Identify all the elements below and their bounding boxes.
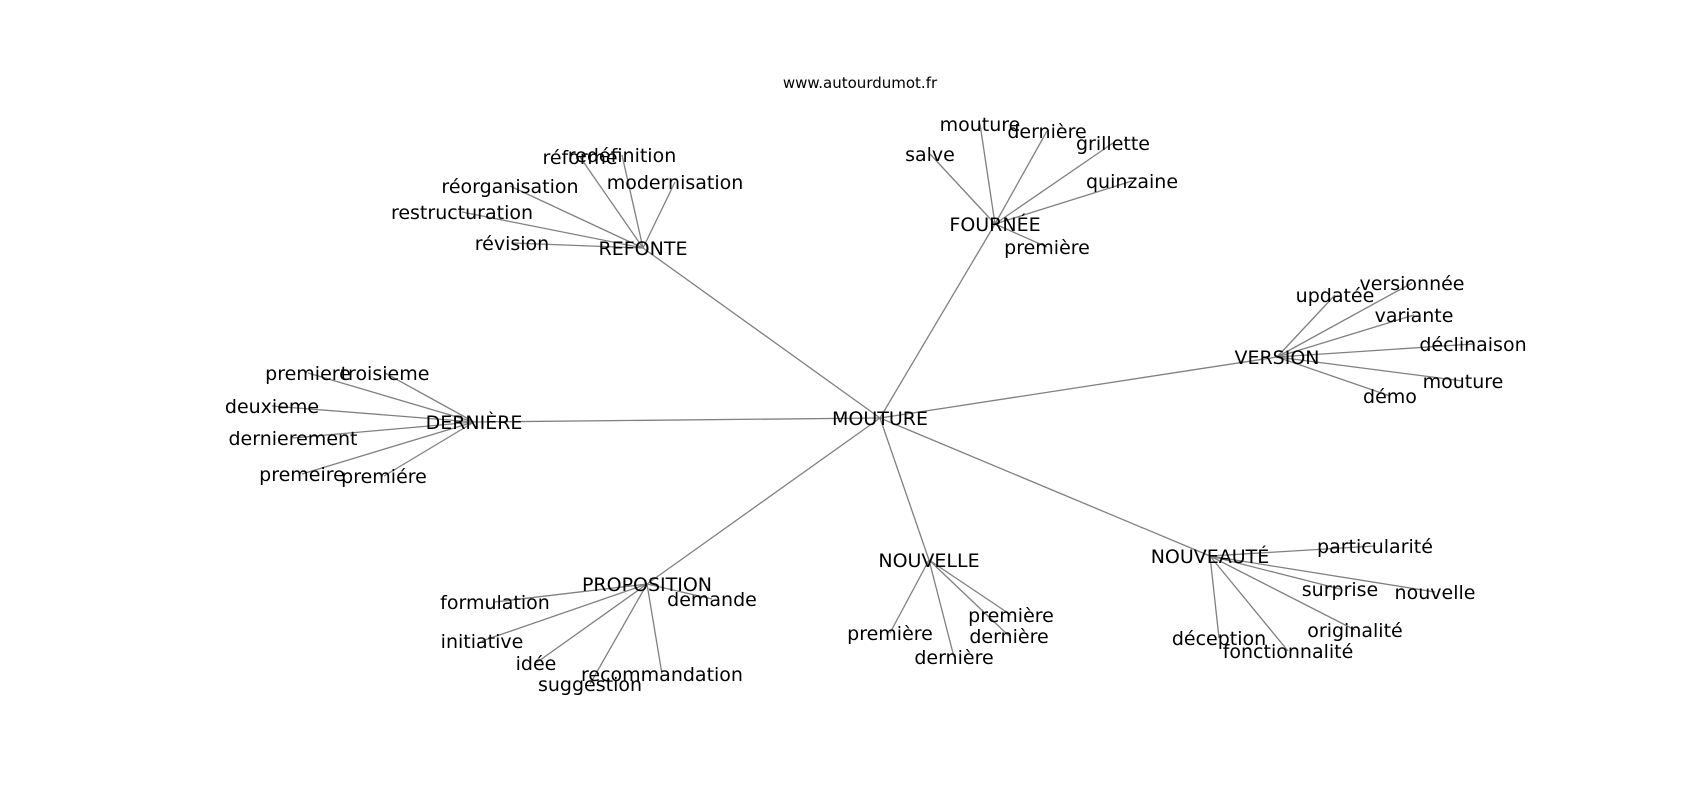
word-node[interactable]: premiere	[265, 363, 351, 385]
edge-hub-to-word	[292, 421, 475, 439]
edge-hub-to-word	[271, 405, 475, 423]
edge-hub-to-word	[1209, 555, 1341, 590]
edge-center-to-hub	[879, 223, 996, 419]
hub-node[interactable]: NOUVELLE	[878, 550, 979, 572]
hub-node[interactable]: NOUVEAUTÉ	[1151, 545, 1270, 568]
word-node[interactable]: dernière	[1007, 121, 1086, 143]
word-node[interactable]: modernisation	[607, 172, 744, 194]
word-node[interactable]: démo	[1363, 386, 1417, 408]
edge-hub-to-word	[307, 372, 475, 423]
edge-hub-to-word	[994, 223, 1048, 248]
word-node[interactable]: initiative	[441, 631, 524, 653]
edge-hub-to-word	[928, 559, 1012, 616]
edge-center-to-hub	[879, 417, 930, 561]
edge-hub-to-word	[1209, 555, 1220, 639]
word-node[interactable]: déclinaison	[1419, 334, 1526, 356]
word-node[interactable]: dernierement	[228, 428, 357, 450]
word-node[interactable]: originalité	[1307, 620, 1402, 642]
word-node[interactable]: suggestion	[538, 674, 642, 696]
word-node[interactable]: fonctionnalité	[1223, 641, 1354, 663]
edge-hub-to-word	[646, 583, 713, 600]
word-node[interactable]: dernière	[969, 626, 1048, 648]
edge-hub-to-word	[994, 130, 1048, 225]
edge-center-to-hub	[879, 356, 1278, 419]
edge-hub-to-word	[889, 559, 930, 634]
word-node[interactable]: restructuration	[391, 202, 533, 224]
word-node[interactable]: mouture	[940, 114, 1021, 136]
edge-center-to-hub	[879, 417, 1211, 557]
edge-hub-to-word	[511, 242, 644, 249]
word-node[interactable]: grillette	[1076, 133, 1150, 155]
edge-hub-to-word	[579, 156, 644, 249]
edge-hub-to-word	[929, 153, 996, 225]
word-node[interactable]: mouture	[1423, 371, 1504, 393]
hub-node[interactable]: VERSION	[1234, 347, 1319, 369]
word-node[interactable]: formulation	[440, 592, 550, 614]
edge-center-to-hub	[473, 417, 881, 423]
hub-node[interactable]: FOURNÉE	[949, 213, 1040, 236]
graph-edges	[271, 123, 1474, 685]
edge-hub-to-word	[979, 123, 996, 225]
edge-hub-to-word	[1276, 356, 1391, 397]
word-node[interactable]: demande	[667, 589, 757, 611]
edge-hub-to-word	[646, 583, 663, 675]
word-node[interactable]: variante	[1375, 305, 1454, 327]
word-node[interactable]: versionnée	[1359, 273, 1464, 295]
edge-hub-to-word	[1276, 356, 1464, 382]
edge-hub-to-word	[1209, 545, 1376, 557]
edge-hub-to-word	[589, 583, 648, 685]
word-node[interactable]: particularité	[1317, 536, 1433, 558]
hub-node[interactable]: DERNIÈRE	[426, 411, 523, 434]
site-url[interactable]: www.autourdumot.fr	[783, 74, 938, 92]
word-node[interactable]: premiére	[341, 466, 427, 488]
edge-center-to-hub	[646, 417, 881, 585]
edge-hub-to-word	[494, 583, 648, 603]
edge-hub-to-word	[1276, 282, 1413, 358]
edge-hub-to-word	[1209, 555, 1289, 652]
hub-node[interactable]: PROPOSITION	[582, 574, 712, 596]
hub-node[interactable]: REFONTE	[599, 238, 688, 260]
word-node[interactable]: quinzaine	[1086, 171, 1178, 193]
edge-hub-to-word	[1276, 343, 1474, 358]
word-node[interactable]: troisieme	[341, 363, 430, 385]
word-node[interactable]: recommandation	[581, 664, 743, 686]
edge-hub-to-word	[928, 559, 955, 658]
edge-hub-to-word	[535, 583, 648, 664]
edge-hub-to-word	[461, 211, 644, 249]
edge-hub-to-word	[1209, 555, 1436, 593]
edge-hub-to-word	[928, 559, 1010, 637]
word-node[interactable]: salve	[905, 144, 955, 166]
word-node[interactable]: premeire	[259, 464, 345, 486]
word-node[interactable]: première	[847, 623, 933, 645]
edge-hub-to-word	[1276, 314, 1415, 358]
word-node[interactable]: dernière	[914, 647, 993, 669]
word-node[interactable]: surprise	[1302, 579, 1379, 601]
edge-hub-to-word	[384, 372, 475, 423]
word-node[interactable]: idée	[516, 653, 557, 675]
edge-hub-to-word	[994, 142, 1114, 225]
word-node[interactable]: deuxieme	[225, 396, 319, 418]
word-node[interactable]: première	[968, 605, 1054, 627]
center-node[interactable]: MOUTURE	[832, 408, 928, 430]
word-node[interactable]: réorganisation	[441, 176, 578, 198]
word-node[interactable]: première	[1004, 237, 1090, 259]
edge-hub-to-word	[621, 154, 644, 249]
edge-hub-to-word	[481, 583, 648, 642]
edge-hub-to-word	[642, 181, 676, 249]
edge-hub-to-word	[1209, 555, 1356, 631]
word-node[interactable]: déception	[1172, 628, 1266, 650]
edge-hub-to-word	[994, 180, 1133, 225]
word-node[interactable]: nouvelle	[1395, 582, 1476, 604]
edge-hub-to-word	[1276, 294, 1336, 358]
word-node[interactable]: redéfinition	[568, 145, 677, 167]
edge-center-to-hub	[642, 247, 881, 419]
edge-hub-to-word	[383, 421, 475, 477]
edge-hub-to-word	[509, 185, 644, 249]
edge-hub-to-word	[301, 421, 475, 475]
word-node[interactable]: réforme	[542, 147, 617, 169]
word-node[interactable]: révision	[475, 233, 549, 255]
word-node[interactable]: updatée	[1296, 285, 1375, 307]
